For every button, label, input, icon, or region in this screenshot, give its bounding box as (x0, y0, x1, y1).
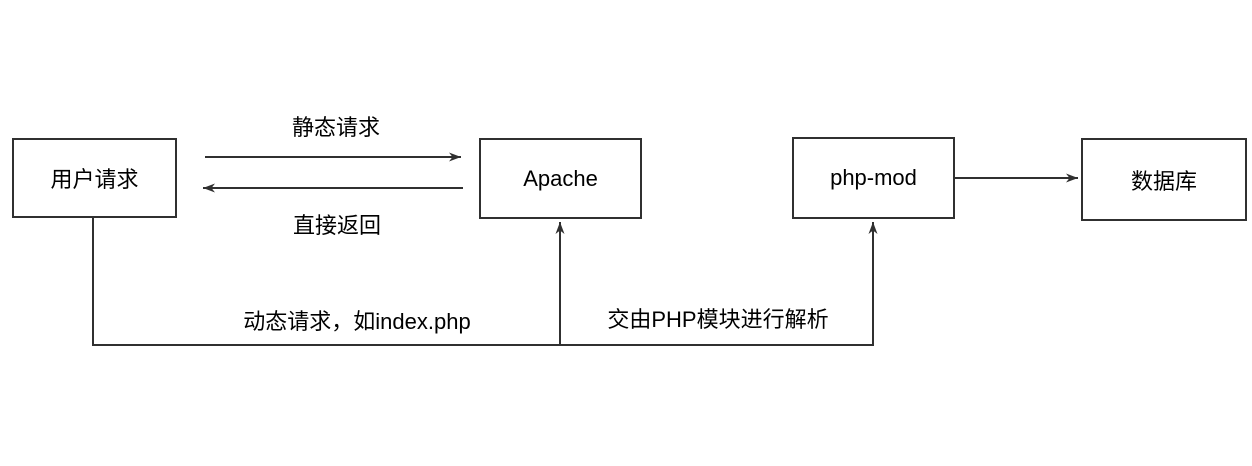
edge-label-php-parse: 交由PHP模块进行解析 (607, 307, 829, 332)
node-user-request: 用户请求 (12, 138, 177, 218)
node-database-label: 数据库 (1130, 168, 1197, 194)
node-apache: Apache (479, 138, 642, 219)
node-user-request-label: 用户请求 (50, 167, 139, 192)
node-php-mod-label: php-mod (830, 165, 917, 190)
edge-label-direct-return: 直接返回 (292, 213, 382, 238)
node-database: 数据库 (1081, 138, 1247, 221)
edge-dynamic-request-line (92, 218, 878, 346)
node-php-mod: php-mod (792, 137, 955, 219)
node-apache-label: Apache (523, 165, 598, 191)
edge-label-dynamic-request: 动态请求，如index.php (243, 309, 471, 334)
edge-label-static-request: 静态请求 (291, 115, 381, 140)
